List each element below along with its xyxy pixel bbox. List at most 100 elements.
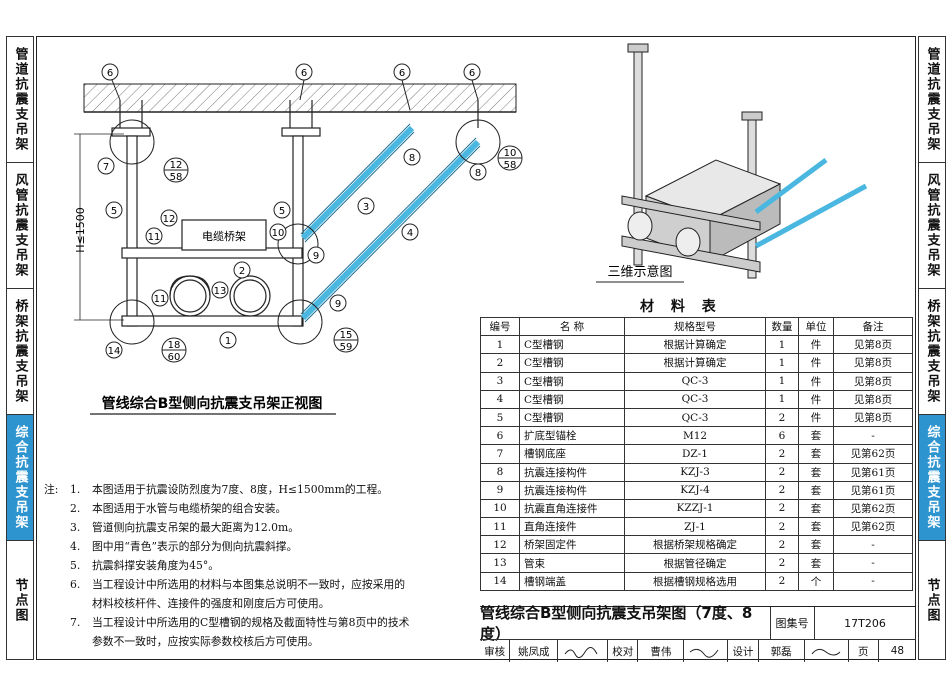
table-cell: KZZJ-1 xyxy=(624,498,766,519)
table-cell: 见第62页 xyxy=(833,517,913,537)
table-cell: 见第62页 xyxy=(833,444,913,464)
table-cell: 件 xyxy=(798,335,834,355)
note-number: 1. xyxy=(70,483,81,496)
svg-text:5: 5 xyxy=(111,206,117,217)
table-cell: 根据计算确定 xyxy=(624,335,766,355)
note-item: 7. 当工程设计中所选用的C型槽钢的规格及截面特性与第8页中的技术 xyxy=(44,613,409,632)
checker-signature xyxy=(684,640,729,662)
table-cell: QC-3 xyxy=(624,371,766,391)
tab-tray-right[interactable]: 桥架抗震支吊架 xyxy=(918,288,946,414)
pipes xyxy=(169,275,271,317)
table-cell: 10 xyxy=(480,498,520,519)
callout-7: 7 xyxy=(97,157,115,175)
note-text: 当工程设计中所选用的C型槽钢的规格及截面特性与第8页中的技术 xyxy=(92,616,410,629)
note-continuation: 材料校核杆件、连接件的强度和刚度后方可使用。 xyxy=(92,597,330,610)
svg-text:3: 3 xyxy=(363,202,369,213)
detail-circles xyxy=(109,119,501,345)
horizontal-channels xyxy=(121,247,303,327)
atlas-number: 17T206 xyxy=(844,616,886,630)
table-cell: 桥架固定件 xyxy=(519,535,625,555)
table-cell: 套 xyxy=(798,535,834,555)
note-item: 6.当工程设计中所选用的材料与本图集总说明不一致时，应按采用的 xyxy=(44,575,409,594)
note-text: 抗震斜撑安装角度为45°。 xyxy=(92,559,220,572)
tab-node-left[interactable]: 节点图 xyxy=(6,540,34,660)
tab-combined-left[interactable]: 综合抗震支吊架 xyxy=(6,414,34,540)
table-cell: 件 xyxy=(798,407,834,428)
table-cell: 1 xyxy=(765,389,799,409)
svg-text:7: 7 xyxy=(103,162,109,173)
table-cell: 见第8页 xyxy=(833,371,913,391)
table-cell: 套 xyxy=(798,462,834,482)
table-cell: 直角连接件 xyxy=(519,517,625,537)
review-label: 审核 xyxy=(480,640,511,662)
svg-text:5: 5 xyxy=(279,206,285,217)
svg-text:6: 6 xyxy=(399,68,405,79)
tab-tray-left[interactable]: 桥架抗震支吊架 xyxy=(6,288,34,414)
table-cell: 槽钢底座 xyxy=(519,444,625,464)
signature-icon xyxy=(811,648,841,656)
table-cell: 根据槽钢规格选用 xyxy=(624,571,766,591)
svg-text:12: 12 xyxy=(163,214,176,225)
table-cell: 1 xyxy=(480,335,520,355)
table-cell: 个 xyxy=(798,571,834,591)
svg-text:1: 1 xyxy=(225,336,231,347)
table-cell: 根据桥架规格确定 xyxy=(624,535,766,555)
svg-text:9: 9 xyxy=(313,251,319,262)
table-cell: 套 xyxy=(798,444,834,464)
svg-text:60: 60 xyxy=(168,352,181,363)
designer-name: 郭磊 xyxy=(759,640,805,662)
note-item: 4.图中用“青色”表示的部分为侧向抗震斜撑。 xyxy=(44,537,409,556)
drawing-canvas: 电缆桥架 H≤1500 6 6 6 6 7 8 8 5 5 xyxy=(74,43,868,415)
callout-4: 4 xyxy=(401,223,419,241)
note-number: 5. xyxy=(70,559,81,572)
table-cell: M12 xyxy=(624,426,766,446)
table-cell: 1 xyxy=(765,335,799,355)
table-cell: 抗震直角连接件 xyxy=(519,498,625,519)
concrete-slab xyxy=(83,83,517,113)
table-cell: 见第8页 xyxy=(833,407,913,428)
tab-pipe-left[interactable]: 管道抗震支吊架 xyxy=(6,36,34,162)
table-cell: 13 xyxy=(480,553,520,573)
tab-node-right[interactable]: 节点图 xyxy=(918,540,946,660)
tab-duct-right[interactable]: 风管抗震支吊架 xyxy=(918,162,946,288)
reviewer-name: 姚凤成 xyxy=(510,640,559,662)
col-unit: 单位 xyxy=(798,316,834,337)
table-cell: 2 xyxy=(480,353,520,373)
atlas-label: 图集号 xyxy=(770,607,815,639)
svg-text:6: 6 xyxy=(301,68,307,79)
table-cell: 12 xyxy=(480,535,520,555)
callout-6a: 6 xyxy=(101,63,121,101)
table-cell: 2 xyxy=(765,571,799,591)
table-cell: QC-3 xyxy=(624,407,766,428)
tab-pipe-right[interactable]: 管道抗震支吊架 xyxy=(918,36,946,162)
svg-text:9: 9 xyxy=(335,299,341,310)
left-chapter-tabs: 管道抗震支吊架 风管抗震支吊架 桥架抗震支吊架 综合抗震支吊架 节点图 xyxy=(6,36,34,660)
table-cell: 2 xyxy=(765,498,799,519)
table-cell: 2 xyxy=(765,407,799,428)
table-cell: QC-3 xyxy=(624,389,766,409)
table-cell: C型槽钢 xyxy=(519,371,625,391)
table-cell: 2 xyxy=(765,535,799,555)
svg-text:8: 8 xyxy=(475,168,481,179)
note-text: 当工程设计中所选用的材料与本图集总说明不一致时，应按采用的 xyxy=(92,578,406,591)
table-cell: DZ-1 xyxy=(624,444,766,464)
svg-text:8: 8 xyxy=(409,153,415,164)
tab-duct-left[interactable]: 风管抗震支吊架 xyxy=(6,162,34,288)
tab-combined-right[interactable]: 综合抗震支吊架 xyxy=(918,414,946,540)
svg-text:10: 10 xyxy=(272,228,285,239)
note-number: 7. xyxy=(70,616,81,629)
table-cell: C型槽钢 xyxy=(519,335,625,355)
title-block: 管线综合B型侧向抗震支吊架图（7度、8度） 图集号 17T206 审核 姚凤成 … xyxy=(480,604,916,662)
table-cell: 1 xyxy=(765,353,799,373)
svg-text:58: 58 xyxy=(504,160,517,171)
callout-8a: 8 xyxy=(403,148,421,166)
callout-5b: 5 xyxy=(273,201,291,219)
table-cell: 2 xyxy=(765,553,799,573)
